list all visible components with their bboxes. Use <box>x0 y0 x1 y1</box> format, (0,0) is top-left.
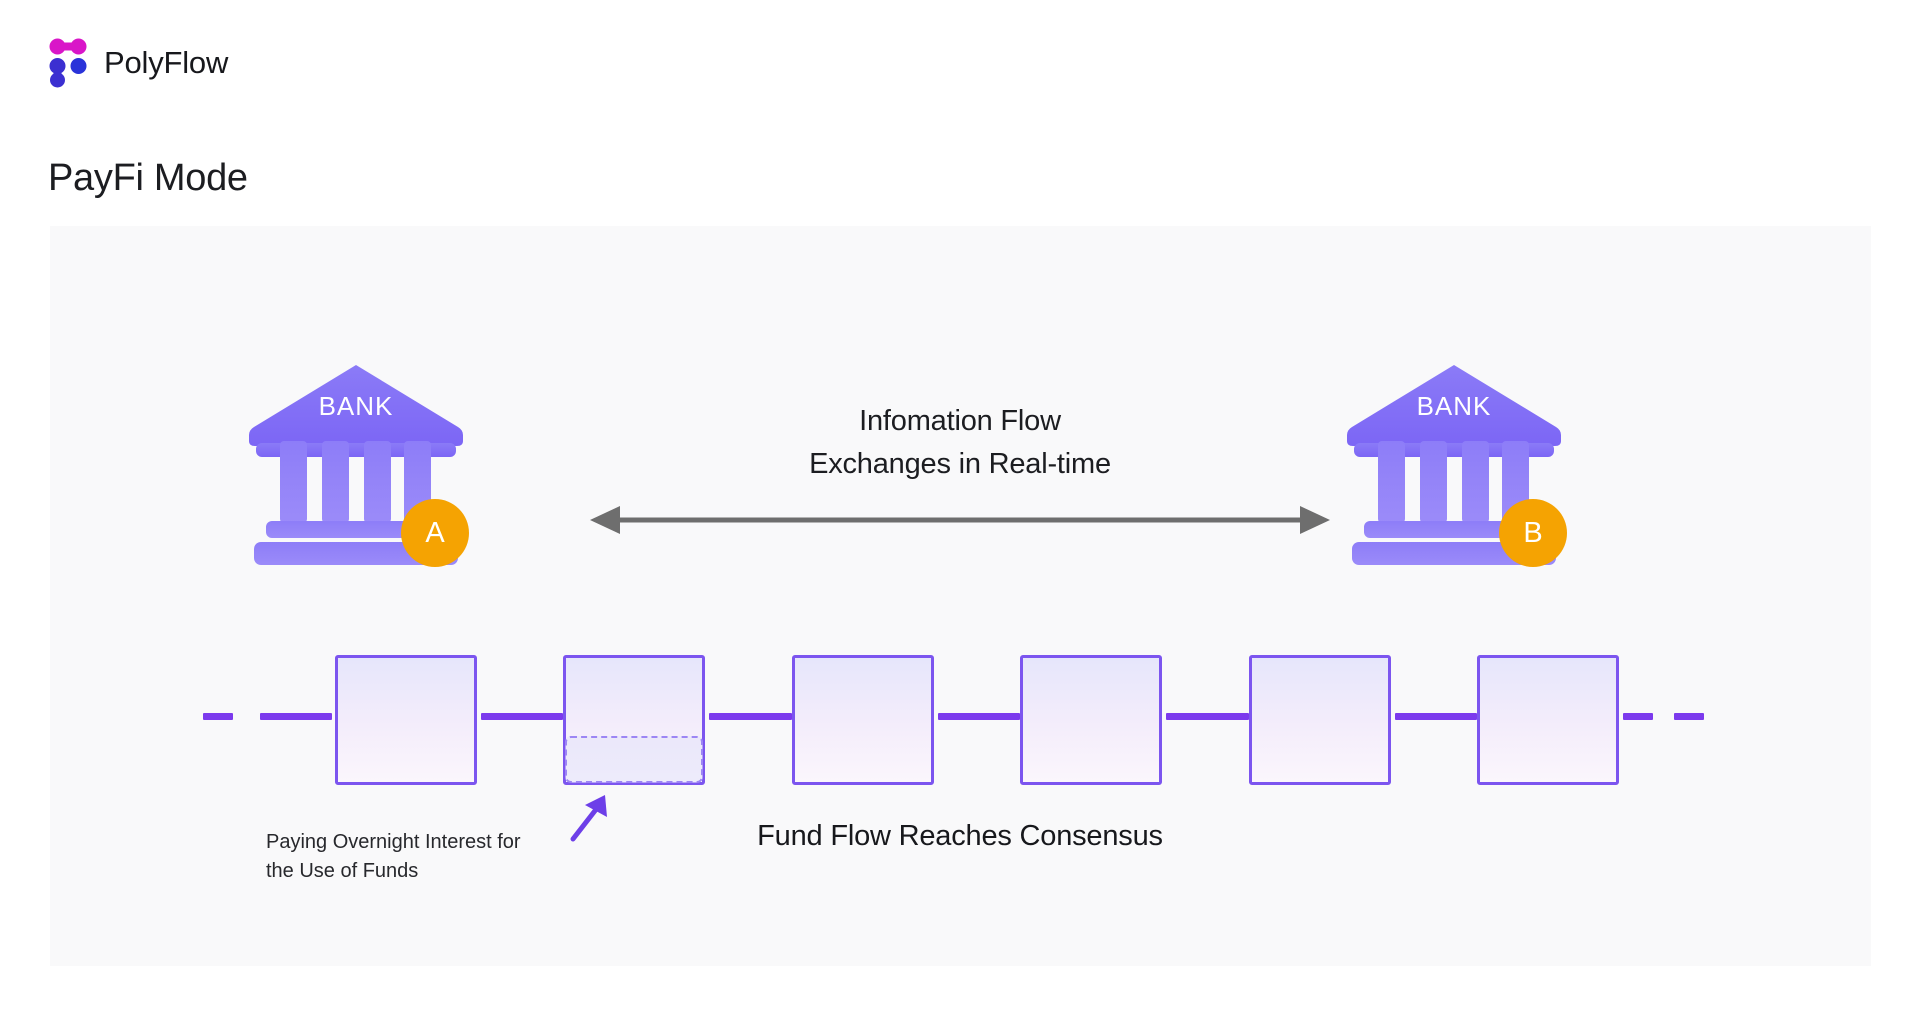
chain-link-dash <box>1166 713 1249 720</box>
bank-badge-a: A <box>401 499 469 567</box>
annotation-line-2: the Use of Funds <box>266 860 419 882</box>
annotation-pointer-arrow-icon <box>570 795 607 842</box>
chain-block[interactable] <box>792 655 934 785</box>
chain-link-dash <box>709 713 792 720</box>
blockchain-row <box>50 640 1871 800</box>
block-sub-region <box>565 736 703 783</box>
chain-block[interactable] <box>1249 655 1391 785</box>
information-flow-line-2: Exchanges in Real-time <box>809 448 1111 480</box>
bank-badge-b: B <box>1499 499 1567 567</box>
chain-block[interactable] <box>1477 655 1619 785</box>
information-flow-line-1: Infomation Flow <box>859 405 1061 437</box>
brand-name: PolyFlow <box>104 45 229 80</box>
polyflow-logo-icon <box>49 38 87 88</box>
consensus-caption: Fund Flow Reaches Consensus <box>757 820 1163 852</box>
chain-block-highlighted[interactable] <box>563 655 705 785</box>
chain-block[interactable] <box>335 655 477 785</box>
brand-logo: PolyFlow <box>48 38 228 88</box>
information-flow-label: Infomation Flow Exchanges in Real-time <box>660 400 1260 486</box>
chain-link-dash <box>481 713 563 720</box>
annotation-text: Paying Overnight Interest for the Use of… <box>266 828 596 886</box>
page-title: PayFi Mode <box>48 157 248 199</box>
chain-link-dash <box>1395 713 1477 720</box>
bank-node-b: BANK B <box>1342 355 1567 579</box>
bank-node-a: BANK A <box>244 355 469 579</box>
chain-block[interactable] <box>1020 655 1162 785</box>
chain-link-dash <box>938 713 1020 720</box>
chain-link-dash <box>203 713 233 720</box>
chain-link-dash <box>1623 713 1653 720</box>
diagram-panel <box>50 226 1871 966</box>
chain-link-dash <box>1674 713 1704 720</box>
chain-link-dash <box>260 713 332 720</box>
annotation-line-1: Paying Overnight Interest for <box>266 831 521 853</box>
double-headed-arrow-icon <box>590 506 1330 534</box>
